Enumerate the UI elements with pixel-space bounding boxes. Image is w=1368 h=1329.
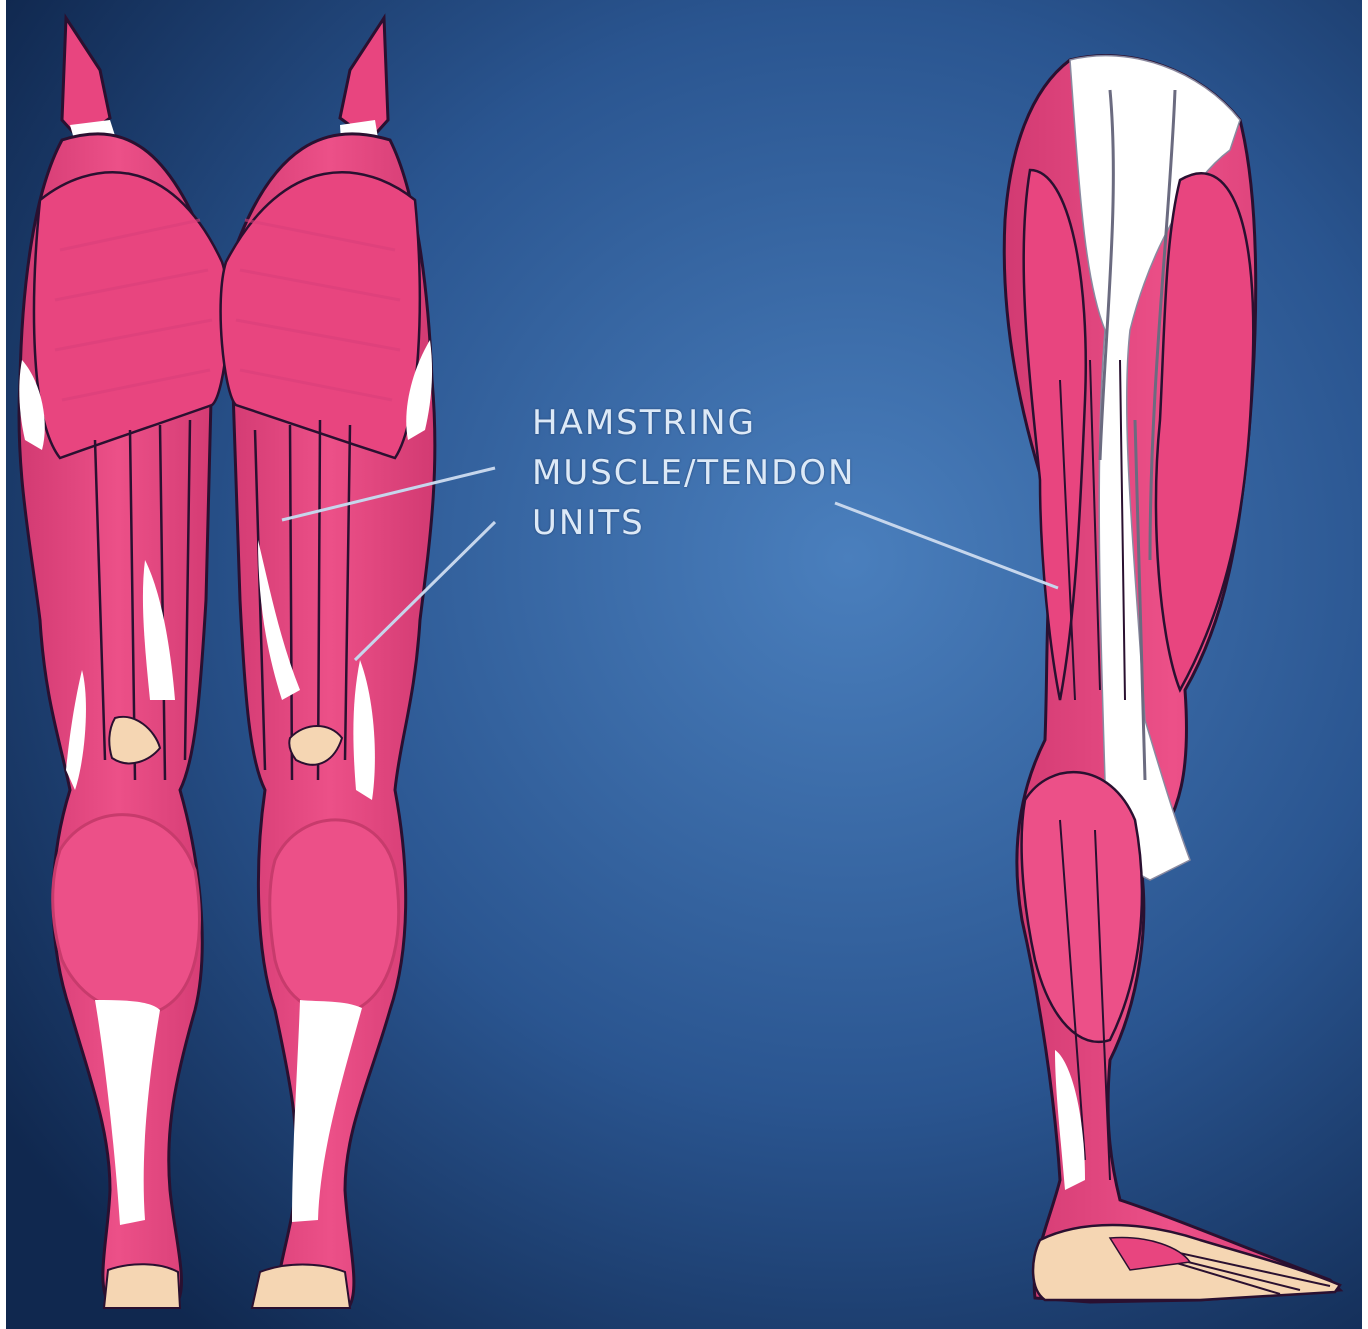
hamstring-callout-label: HAMSTRING MUSCLE/TENDON UNITS [532, 398, 912, 548]
frame-right-edge [1362, 0, 1368, 1329]
right-heel [252, 1265, 350, 1309]
left-calf [53, 815, 200, 1013]
callout-line-3: UNITS [532, 498, 912, 548]
callout-line-1: HAMSTRING [532, 398, 912, 448]
right-calf [270, 820, 399, 1013]
frame-left-edge [0, 0, 6, 1329]
callout-line-2: MUSCLE/TENDON [532, 448, 912, 498]
left-heel [104, 1264, 180, 1308]
